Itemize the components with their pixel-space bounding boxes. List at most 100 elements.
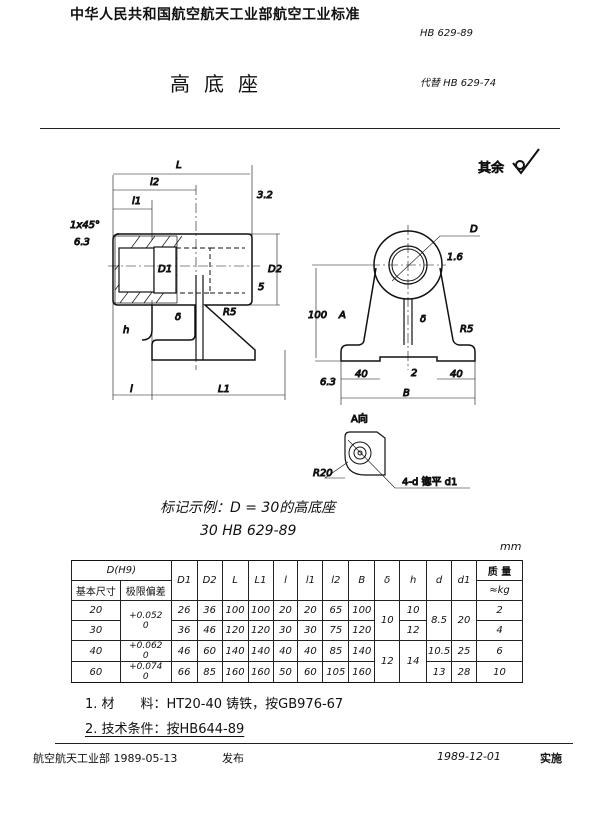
cell-d1: 25 bbox=[451, 640, 477, 662]
header-d: d bbox=[426, 560, 453, 601]
tol-lower: 0 bbox=[142, 651, 149, 661]
cell-d1: 20 bbox=[451, 600, 477, 641]
cell-d1: 28 bbox=[451, 661, 477, 683]
cell-L1: 160 bbox=[247, 661, 274, 683]
cell-D2: 85 bbox=[196, 661, 223, 683]
cell-d: 13 bbox=[426, 661, 453, 683]
dim-h: h bbox=[123, 325, 129, 336]
view-a-label: A向 bbox=[351, 412, 368, 425]
cell-l2: 85 bbox=[322, 640, 350, 662]
unit-label: mm bbox=[500, 540, 522, 553]
dim-40-right: 40 bbox=[450, 369, 463, 380]
cell-D1: 26 bbox=[170, 600, 198, 621]
cell-h: 12 bbox=[399, 620, 428, 641]
dim-L: L bbox=[176, 160, 182, 171]
tol-upper: +0.062 bbox=[129, 641, 163, 651]
dim-l2: l2 bbox=[150, 177, 159, 188]
header-h: h bbox=[399, 560, 428, 601]
header-mass-unit: ≈kg bbox=[476, 580, 523, 601]
table-header-row: D(H9) D1 D2 L L1 l l1 l2 B δ h d d1 质 量 bbox=[71, 560, 523, 601]
page-title: 高底座 bbox=[170, 72, 272, 96]
roughness-symbol-icon bbox=[512, 148, 540, 175]
cell-l2: 65 bbox=[322, 600, 350, 621]
footer-divider bbox=[55, 743, 573, 744]
header-L1: L1 bbox=[247, 560, 274, 601]
cell-B: 140 bbox=[348, 640, 376, 662]
issued-label: 发布 bbox=[222, 752, 244, 765]
header-delta: δ bbox=[374, 560, 401, 601]
cell-l1: 30 bbox=[297, 620, 324, 641]
dim-D1: D1 bbox=[158, 264, 172, 275]
dim-l: l bbox=[130, 384, 133, 395]
header-D1: D1 bbox=[170, 560, 198, 601]
cell-l: 50 bbox=[272, 661, 299, 683]
header-l2: l2 bbox=[322, 560, 350, 601]
dim-B: B bbox=[403, 388, 410, 399]
cell-D1: 66 bbox=[170, 661, 198, 683]
dim-delta-right: δ bbox=[420, 314, 426, 325]
cell-delta: 12 bbox=[374, 640, 401, 683]
cell-D: 40 bbox=[71, 640, 121, 662]
tol-upper: +0.074 bbox=[129, 662, 163, 672]
cell-d: 10.5 bbox=[426, 640, 453, 662]
header-L: L bbox=[221, 560, 249, 601]
cell-L: 160 bbox=[221, 661, 249, 683]
dim-delta-left: δ bbox=[175, 312, 181, 323]
header-mass: 质 量 bbox=[476, 560, 523, 581]
cell-D2: 46 bbox=[196, 620, 223, 641]
cell-L1: 140 bbox=[247, 640, 274, 662]
standard-code: HB 629-89 bbox=[420, 28, 473, 39]
cell-D1: 46 bbox=[170, 640, 198, 662]
cell-l1: 40 bbox=[297, 640, 324, 662]
cell-D1: 36 bbox=[170, 620, 198, 641]
cell-l1: 20 bbox=[297, 600, 324, 621]
cell-L: 140 bbox=[221, 640, 249, 662]
issued-by-date: 航空航天工业部 1989-05-13 bbox=[33, 752, 178, 765]
header-d1: d1 bbox=[451, 560, 477, 601]
cell-D2: 36 bbox=[196, 600, 223, 621]
cell-l: 30 bbox=[272, 620, 299, 641]
header-tolerance: 极限偏差 bbox=[119, 580, 172, 601]
cell-l: 20 bbox=[272, 600, 299, 621]
dim-D2: D2 bbox=[268, 264, 282, 275]
cell-h: 10 bbox=[399, 600, 428, 621]
header-B: B bbox=[348, 560, 376, 601]
header-divider bbox=[40, 128, 560, 129]
view-arrow-A: A bbox=[338, 310, 346, 321]
cell-L: 120 bbox=[221, 620, 249, 641]
dim-R5-left: R5 bbox=[223, 307, 236, 318]
effective-label: 实施 bbox=[540, 752, 562, 765]
cell-B: 100 bbox=[348, 600, 376, 621]
effective-date: 1989-12-01 bbox=[437, 750, 501, 763]
view-a-detail: A向 R20 4-d 锪平 d1 bbox=[313, 412, 470, 489]
dim-2: 2 bbox=[411, 368, 417, 379]
dimensions-table: D(H9) D1 D2 L L1 l l1 l2 B δ h d d1 质 量 … bbox=[71, 560, 523, 683]
cell-l1: 60 bbox=[297, 661, 324, 683]
header-basic-size: 基本尺寸 bbox=[71, 580, 121, 601]
cell-B: 120 bbox=[348, 620, 376, 641]
dim-D: D bbox=[470, 224, 478, 235]
cell-L1: 100 bbox=[247, 600, 274, 621]
cell-D: 30 bbox=[71, 620, 121, 641]
dim-R5-right: R5 bbox=[460, 324, 473, 335]
cell-mass: 6 bbox=[476, 640, 523, 662]
tol-lower: 0 bbox=[142, 672, 149, 682]
dim-chamfer: 1x45° bbox=[70, 220, 100, 231]
tol-lower: 0 bbox=[142, 620, 149, 631]
cell-delta: 10 bbox=[374, 600, 401, 641]
cell-mass: 4 bbox=[476, 620, 523, 641]
cell-L: 100 bbox=[221, 600, 249, 621]
roughness-6-3-bottom: 6.3 bbox=[320, 377, 336, 388]
marking-example-label: 标记示例：D = 30的高底座 bbox=[160, 500, 336, 516]
note-material: 1. 材 料：HT20-40 铸铁，按GB976-67 bbox=[85, 697, 344, 712]
front-view: D 1.6 100 A δ R5 6.3 40 2 40 B bbox=[308, 224, 480, 405]
dim-L1: L1 bbox=[218, 384, 230, 395]
roughness-6-3-left: 6.3 bbox=[74, 237, 90, 248]
